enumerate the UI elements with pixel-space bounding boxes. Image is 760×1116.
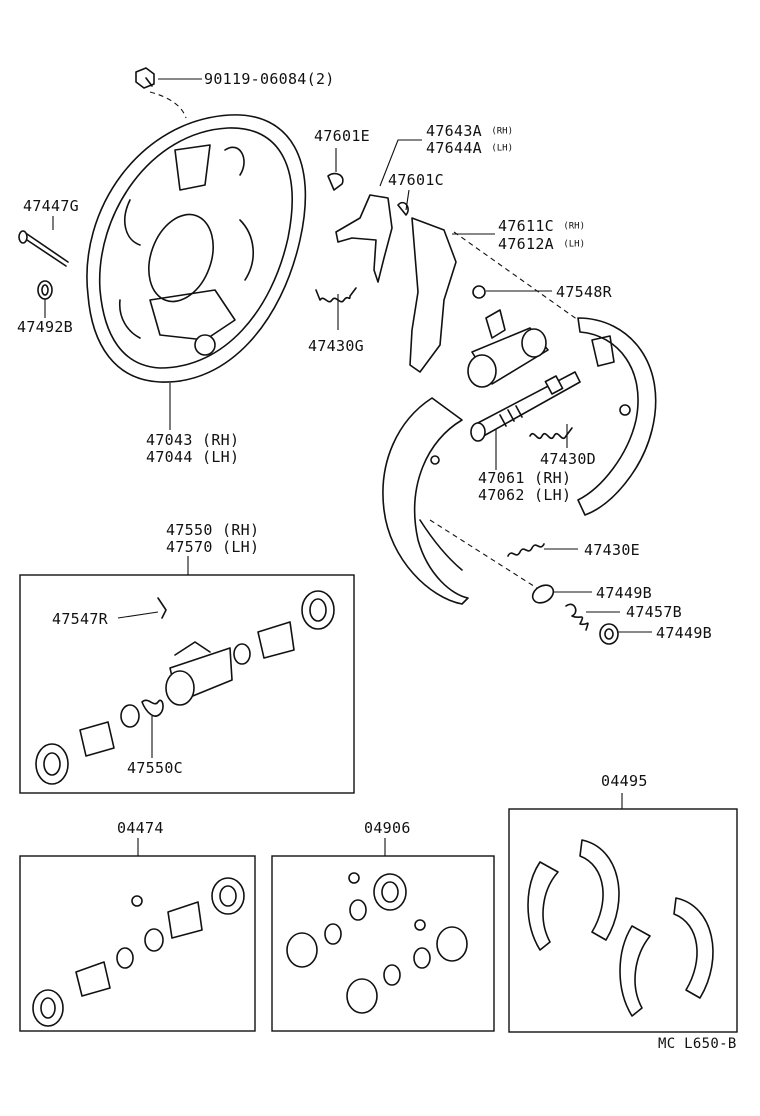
exploded-cylinder-icon (35, 590, 335, 785)
washer-icon (37, 280, 53, 300)
spring-e-icon (507, 543, 545, 557)
label-piston-spring: 47550C (127, 759, 183, 777)
cap-r-icon (472, 285, 486, 299)
label-cup-b1: 47449B (596, 584, 652, 602)
label-bleeder: 47547R (52, 610, 108, 628)
strut-plate-icon (397, 201, 457, 373)
label-strut-lh: 47612A (LH) (498, 235, 586, 253)
label-lever-rh: 47643A (RH) (426, 122, 514, 140)
wheel-cylinder-box (19, 574, 355, 794)
label-lever-lh: 47644A (LH) (426, 139, 514, 157)
kit-04495-box (508, 808, 738, 1033)
label-kit-cups: 04906 (364, 819, 411, 837)
label-spring-d: 47430D (540, 450, 596, 468)
label-cup-b2: 47449B (656, 624, 712, 642)
cup-b1-icon (531, 584, 555, 604)
clip-e-icon (327, 172, 344, 191)
label-backing-plate-rh: 47043 (RH) (146, 431, 240, 449)
kit-04495-shoes-icon (527, 839, 714, 1017)
label-adjuster-lh: 47062 (LH) (478, 486, 572, 504)
label-strut-rh: 47611C (RH) (498, 217, 586, 235)
spring-d-icon (529, 427, 573, 440)
label-bolt: 90119-06084(2) (204, 70, 335, 88)
kit-04474-parts-icon (32, 877, 245, 1027)
label-adjuster-rh: 47061 (RH) (478, 469, 572, 487)
parking-lever-icon (335, 194, 393, 283)
label-kit-cyl: 04474 (117, 819, 164, 837)
label-spring-b: 47457B (626, 603, 682, 621)
label-spring-g: 47430G (308, 337, 364, 355)
adjuster-icon (470, 371, 581, 442)
spring-g-icon (315, 287, 357, 303)
spring-b-icon (565, 603, 589, 631)
kit-04906-parts-icon (286, 872, 468, 1014)
backing-plate-icon (86, 114, 307, 383)
label-cylinder-lh: 47570 (LH) (166, 538, 260, 556)
pin-icon (18, 230, 69, 267)
bolt-icon (135, 67, 155, 89)
main-wheel-cylinder-icon (467, 309, 549, 388)
label-clip-e: 47601E (314, 127, 370, 145)
label-clip-c: 47601C (388, 171, 444, 189)
footer-code: MC L650-B (658, 1036, 737, 1052)
label-spring-e: 47430E (584, 541, 640, 559)
cup-b2-icon (599, 623, 619, 645)
kit-04906-box (271, 855, 495, 1032)
label-cap-r: 47548R (556, 283, 612, 301)
brake-shoe-left-icon (382, 397, 469, 605)
brake-shoe-right-icon (577, 317, 657, 516)
label-kit-shoes: 04495 (601, 772, 648, 790)
label-cylinder-rh: 47550 (RH) (166, 521, 260, 539)
label-pin: 47447G (23, 197, 79, 215)
label-washer: 47492B (17, 318, 73, 336)
label-backing-plate-lh: 47044 (LH) (146, 448, 240, 466)
